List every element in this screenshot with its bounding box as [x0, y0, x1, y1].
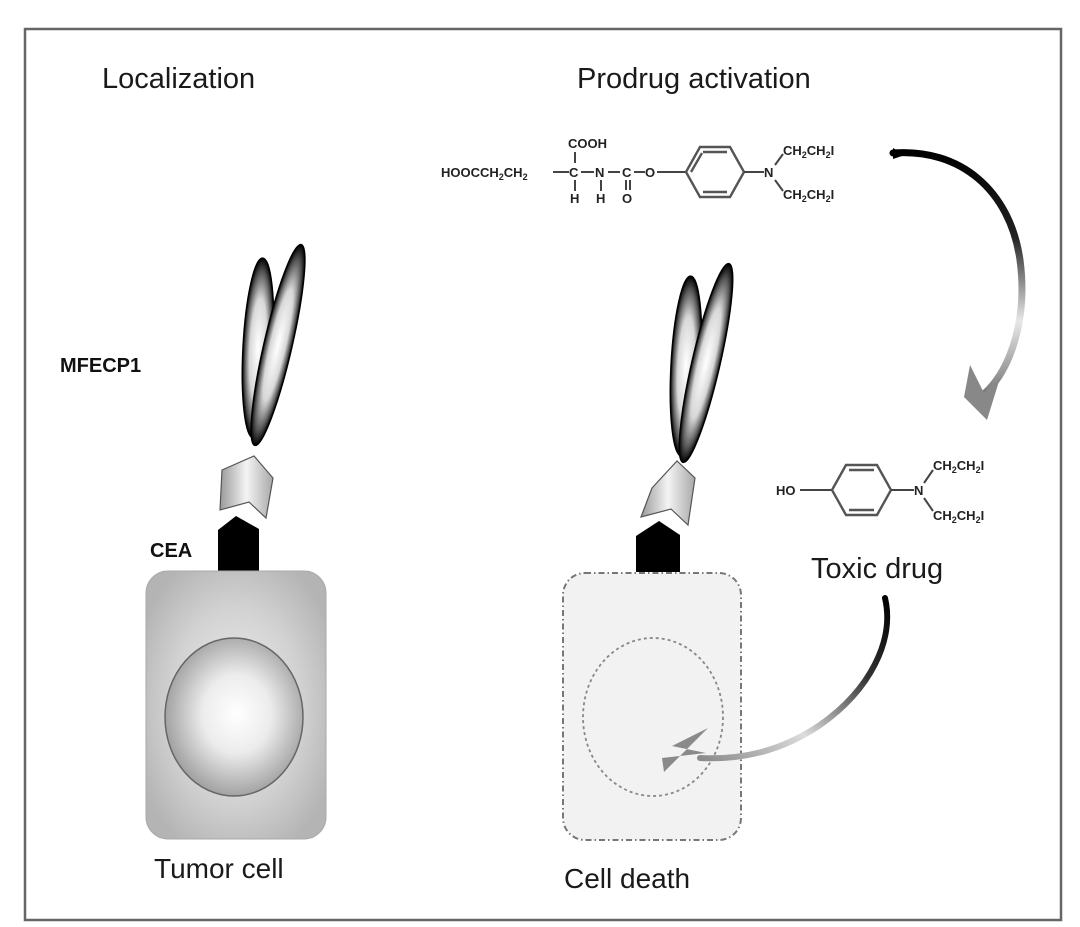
cea-antigen-icon-right	[636, 521, 680, 572]
svg-text:C: C	[569, 165, 579, 180]
activation-arrow-icon	[889, 148, 1026, 420]
label-tumor-cell: Tumor cell	[154, 853, 284, 884]
svg-text:H: H	[596, 191, 605, 206]
drug-attack-arrow-icon	[662, 595, 891, 772]
cea-antigen-icon-left	[218, 516, 259, 572]
nucleus-icon	[164, 637, 304, 797]
antibody-icon-right	[640, 262, 734, 527]
svg-text:HO: HO	[776, 483, 796, 498]
label-mfecp1: MFECP1	[60, 355, 141, 377]
toxic-drug-structure: HO N CH2CH2I CH2CH2I	[776, 458, 984, 525]
label-cea: CEA	[150, 540, 192, 562]
heading-localization: Localization	[102, 63, 255, 95]
svg-text:O: O	[645, 165, 655, 180]
svg-text:CH2CH2I: CH2CH2I	[933, 458, 984, 475]
svg-text:N: N	[595, 165, 604, 180]
label-cell-death: Cell death	[564, 863, 690, 894]
svg-text:CH2CH2I: CH2CH2I	[783, 143, 834, 160]
dying-nucleus-icon	[582, 637, 724, 797]
svg-text:N: N	[914, 483, 923, 498]
prodrug-structure: HOOCCH2CH2 C COOH H N H C O O N CH2CH2I …	[441, 136, 834, 206]
svg-text:O: O	[622, 191, 632, 206]
heading-prodrug-activation: Prodrug activation	[577, 63, 811, 95]
svg-text:CH2CH2I: CH2CH2I	[783, 187, 834, 204]
svg-text:N: N	[764, 165, 773, 180]
tumor-cell-icon	[145, 570, 327, 840]
svg-text:COOH: COOH	[568, 136, 607, 151]
svg-text:CH2CH2I: CH2CH2I	[933, 508, 984, 525]
svg-text:H: H	[570, 191, 579, 206]
svg-text:C: C	[622, 165, 632, 180]
label-toxic-drug: Toxic drug	[811, 553, 943, 585]
svg-text:HOOCCH2CH2: HOOCCH2CH2	[441, 165, 528, 182]
dying-cell-icon	[562, 572, 742, 841]
antibody-icon-left	[219, 243, 306, 520]
